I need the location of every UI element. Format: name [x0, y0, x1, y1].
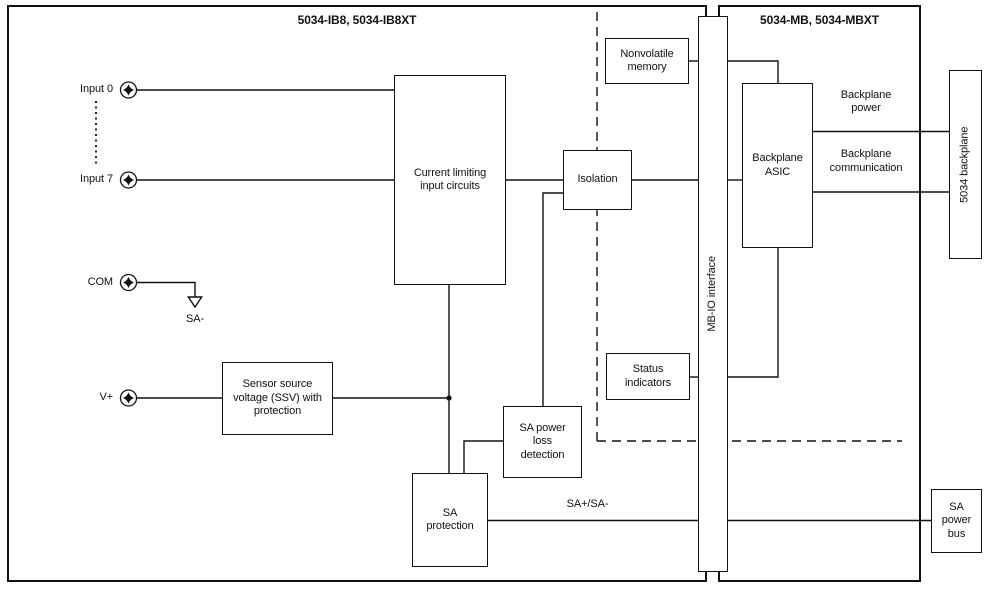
wire-asic-bottom-to-mbio [728, 248, 779, 378]
wire-label-line: communication [829, 161, 903, 174]
block-label-line: Backplane [752, 152, 803, 164]
block-backplane-asic: Backplane ASIC [742, 83, 813, 248]
wire-isolation-to-sa-power-loss [542, 192, 563, 406]
wire-label-sa-bus: SA+/SA- [566, 498, 609, 510]
wire-label-line: Backplane [840, 148, 892, 160]
block-label-line: power [941, 514, 972, 527]
block-label-line: 5034 backplane [958, 126, 971, 203]
wire-label-line: power [851, 102, 881, 114]
terminal-vplus-icon [119, 389, 138, 407]
wire-label-sa-minus: SA- [185, 313, 205, 325]
wire-com [137, 281, 196, 297]
junction-dot [446, 395, 452, 401]
block-status-indicators: Status indicators [606, 353, 690, 400]
block-label-line: Nonvolatile [620, 47, 674, 60]
block-label-line: loss [532, 435, 553, 448]
block-nonvolatile-memory: Nonvolatile memory [605, 38, 689, 84]
block-sa-protection: SA protection [412, 473, 488, 567]
block-isolation: Isolation [563, 150, 632, 210]
block-label-line: Current limiting [413, 166, 487, 179]
block-5034-backplane: 5034 backplane [949, 70, 982, 259]
wire-mbio-to-asic-top [728, 60, 779, 83]
terminal-label-input0: Input 0 [80, 83, 113, 95]
block-label-line: memory [627, 61, 667, 73]
block-label-line: SA [949, 500, 964, 513]
block-ssv: Sensor source voltage (SSV) with protect… [222, 362, 333, 435]
wire-label-backplane-power: Backplane power [816, 89, 916, 116]
block-label-line: protection [253, 405, 302, 418]
block-mb-io-interface: MB-IO interface [698, 16, 728, 572]
block-sa-power-loss-detection: SA power loss detection [503, 406, 582, 478]
block-label-line: Status [632, 363, 664, 375]
wire-label-line: Backplane [840, 88, 892, 101]
block-label-line: input circuits [420, 180, 480, 192]
wire-label-backplane-communication: Backplane communication [801, 148, 931, 175]
module-title-left: 5034-IB8, 5034-IB8XT [297, 13, 417, 27]
block-sa-power-bus: SA power bus [931, 489, 982, 553]
block-label-line: indicators [624, 376, 672, 389]
module-title-right: 5034-MB, 5034-MBXT [760, 13, 879, 27]
block-current-limiting: Current limiting input circuits [394, 75, 506, 285]
block-label-line: MB-IO interface [706, 256, 719, 332]
terminal-label-input7: Input 7 [80, 173, 113, 185]
block-label-line: Isolation [577, 173, 618, 186]
wire-sa-power-loss-to-sa-protection [463, 440, 503, 473]
block-label-line: voltage (SSV) with [233, 391, 322, 404]
block-label-line: bus [947, 527, 966, 540]
block-label-line: SA [442, 506, 458, 519]
block-label-line: SA power [519, 421, 566, 434]
block-label-line: Sensor source [242, 378, 313, 391]
terminal-com-icon [119, 273, 138, 292]
block-label-line: detection [520, 448, 565, 461]
block-label-line: ASIC [764, 165, 791, 178]
terminal-input7-icon [119, 171, 138, 189]
ground-arrow-icon [186, 296, 204, 309]
terminal-input0-icon [119, 81, 138, 99]
terminal-label-vplus: V+ [99, 391, 113, 403]
block-label-line: protection [426, 520, 474, 532]
terminal-label-com: COM [87, 275, 113, 288]
